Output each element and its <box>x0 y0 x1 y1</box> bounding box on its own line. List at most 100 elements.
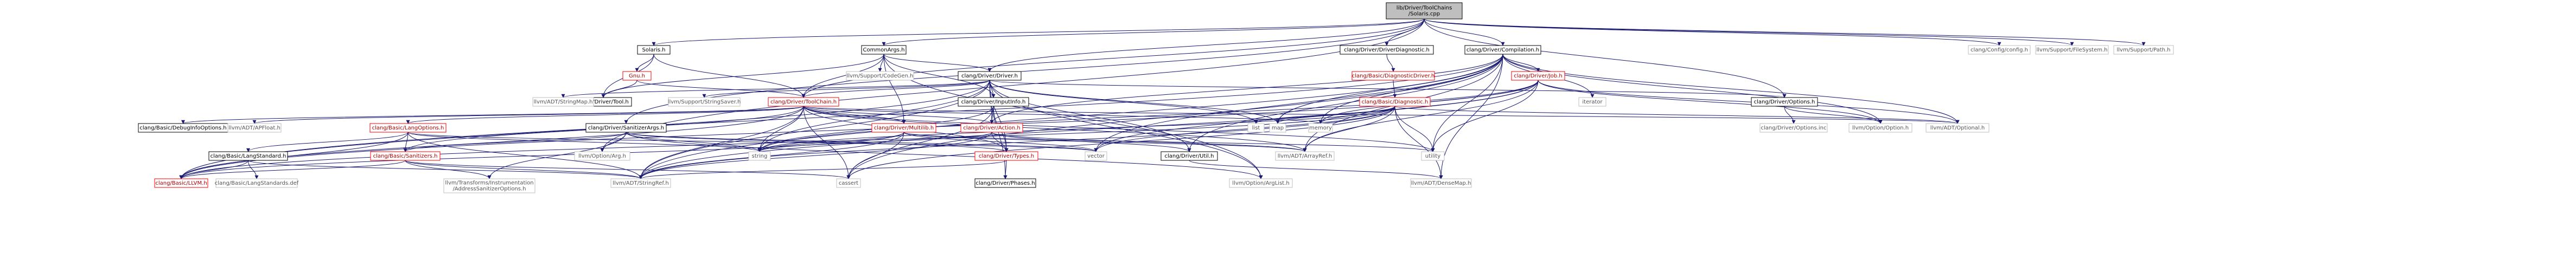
node-debuginfo[interactable]: clang/Basic/DebugInfoOptions.h <box>138 123 228 133</box>
node-densemap: llvm/ADT/DenseMap.h <box>1410 178 1472 188</box>
edge-action_h-to-arrayref <box>991 132 1307 152</box>
node-apfloat: llvm/ADT/APFloat.h <box>227 123 282 133</box>
edge-root-to-options_h <box>1424 18 1787 98</box>
edge-job_h-to-string <box>757 80 1539 152</box>
edge-action_h-to-util_h <box>991 132 1191 152</box>
node-box-codegen <box>846 71 914 81</box>
node-compilation[interactable]: clang/Driver/Compilation.h <box>1464 45 1541 55</box>
node-box-stringsaver <box>668 97 741 107</box>
node-label-driver_h: clang/Driver/Driver.h <box>961 73 1018 79</box>
node-memory: memory <box>1308 123 1333 133</box>
node-label-iterator: iterator <box>1582 99 1603 105</box>
node-string: string <box>748 151 771 161</box>
node-basic_diagnostic[interactable]: clang/Basic/Diagnostic.h <box>1359 97 1431 107</box>
node-box-job_h <box>1511 71 1565 81</box>
edge-toolchain_h-to-langoptions <box>406 106 804 124</box>
edge-sanitizerargs-to-types_h <box>626 132 1009 152</box>
node-stringmap: llvm/ADT/StringMap.h <box>532 97 594 107</box>
node-multilib[interactable]: clang/Driver/Multilib.h <box>871 123 936 133</box>
node-box-memory <box>1308 123 1333 133</box>
node-gnu_h[interactable]: Gnu.h <box>622 71 652 81</box>
node-box-stringmap <box>532 97 594 107</box>
edge-toolchain_h-to-llvm_h <box>179 106 804 179</box>
edge-basic_diagnostic-to-optional_h <box>1394 106 1960 124</box>
node-addresssan: llvm/Transforms/Instrumentation/AddressS… <box>443 178 535 193</box>
edge-sanitizers-to-addresssan <box>405 160 492 179</box>
node-commonargs_h[interactable]: CommonArgs.h <box>861 45 907 55</box>
node-label-stringsaver: llvm/Support/StringSaver.h <box>668 99 741 105</box>
edge-sanitizerargs-to-vector <box>626 132 1098 152</box>
node-phases[interactable]: clang/Driver/Phases.h <box>974 178 1036 188</box>
node-sanitizerargs[interactable]: clang/Driver/SanitizerArgs.h <box>585 123 667 133</box>
edge-sanitizerargs-to-optionarg <box>600 132 627 152</box>
node-box-optionarg <box>574 151 630 161</box>
node-box-langstandards_def <box>215 178 298 188</box>
edge-gnu_h-to-tool_h <box>601 80 637 98</box>
node-label-basic_diagnostic: clang/Basic/Diagnostic.h <box>1362 99 1429 105</box>
node-label-util_h: clang/Driver/Util.h <box>1165 153 1214 159</box>
node-label-optional_h: llvm/ADT/Optional.h <box>1930 125 1985 131</box>
node-box-commonargs_h <box>861 45 907 55</box>
node-driver_h[interactable]: clang/Driver/Driver.h <box>958 71 1022 81</box>
node-types_h[interactable]: clang/Driver/Types.h <box>974 151 1038 161</box>
node-label-stringref: llvm/ADT/StringRef.h <box>613 180 668 186</box>
node-box-options_h <box>1751 97 1818 107</box>
node-label-codegen: llvm/Support/CodeGen.h <box>847 73 914 79</box>
node-box-langstandard <box>208 151 288 161</box>
edge-langoptions-to-vector <box>407 132 1098 152</box>
node-box-cassert <box>836 178 861 188</box>
node-label-options_inc: clang/Driver/Options.inc <box>1761 125 1827 131</box>
node-box-stringref <box>610 178 671 188</box>
node-label-langstandard: clang/Basic/LangStandard.h <box>211 153 286 159</box>
node-label-arrayref: llvm/ADT/ArrayRef.h <box>1278 153 1332 159</box>
node-inputinfo_h[interactable]: clang/Driver/InputInfo.h <box>958 97 1029 107</box>
node-sanitizers[interactable]: clang/Basic/Sanitizers.h <box>370 151 441 161</box>
edge-langstandard-to-llvm_h <box>179 160 248 179</box>
node-solaris_h[interactable]: Solaris.h <box>637 45 671 55</box>
node-util_h[interactable]: clang/Driver/Util.h <box>1161 151 1218 161</box>
node-box-vector <box>1085 151 1107 161</box>
node-options_inc: clang/Driver/Options.inc <box>1759 123 1828 133</box>
edge-solaris_h-to-toolchain_h <box>653 54 806 98</box>
node-driver_diag[interactable]: clang/Driver/DriverDiagnostic.h <box>1340 45 1434 55</box>
edge-driver_diag-to-basic_diagdriver <box>1386 54 1395 72</box>
edge-job_h-to-utility <box>1431 80 1539 152</box>
node-list: list <box>1247 123 1265 133</box>
node-label-inputinfo_h: clang/Driver/InputInfo.h <box>961 99 1026 105</box>
node-box-root <box>1386 2 1463 20</box>
node-langoptions[interactable]: clang/Basic/LangOptions.h <box>369 123 447 133</box>
edge-compilation-to-cassert <box>846 54 1503 179</box>
node-box-langoptions <box>369 123 447 133</box>
node-root: lib/Driver/ToolChains/Solaris.cpp <box>1386 2 1463 20</box>
node-action_h[interactable]: clang/Driver/Action.h <box>960 123 1023 133</box>
node-job_h[interactable]: clang/Driver/Job.h <box>1511 71 1565 81</box>
edge-multilib-to-cassert <box>846 132 904 179</box>
edge-langstandard-to-stringref <box>248 160 643 179</box>
node-arglist: llvm/Option/ArgList.h <box>1229 178 1293 188</box>
edge-types_h-to-phases <box>1003 160 1008 179</box>
node-toolchain_h[interactable]: clang/Driver/ToolChain.h <box>768 97 839 107</box>
node-box-list <box>1247 123 1265 133</box>
edge-compilation-to-action_h <box>990 54 1503 124</box>
node-options_h[interactable]: clang/Driver/Options.h <box>1751 97 1818 107</box>
edge-langoptions-to-string <box>407 132 762 152</box>
edge-root-to-solaris_h <box>652 18 1425 46</box>
edge-job_h-to-optional_h <box>1538 80 1960 124</box>
node-label-action_h: clang/Driver/Action.h <box>963 125 1020 131</box>
edge-driver_h-to-options_h <box>989 80 1786 98</box>
node-box-optional_h <box>1925 123 1990 133</box>
node-codegen: llvm/Support/CodeGen.h <box>846 71 914 81</box>
edge-basic_diagnostic-to-arrayref <box>1303 106 1395 152</box>
edge-driver_h-to-list <box>989 80 1258 124</box>
node-llvm_h[interactable]: clang/Basic/LLVM.h <box>154 178 208 188</box>
node-box-util_h <box>1161 151 1218 161</box>
edge-driver_h-to-stringsaver <box>702 80 990 98</box>
node-label-arglist: llvm/Option/ArgList.h <box>1232 180 1289 186</box>
node-langstandard[interactable]: clang/Basic/LangStandard.h <box>208 151 288 161</box>
node-filesystem: llvm/Support/FileSystem.h <box>2035 45 2109 55</box>
edge-root-to-path <box>1424 18 2146 46</box>
edge-action_h-to-string <box>757 132 992 152</box>
node-label-basic_diagdriver: clang/Basic/DiagnosticDriver.h <box>1352 73 1435 79</box>
node-basic_diagdriver[interactable]: clang/Basic/DiagnosticDriver.h <box>1351 71 1435 81</box>
